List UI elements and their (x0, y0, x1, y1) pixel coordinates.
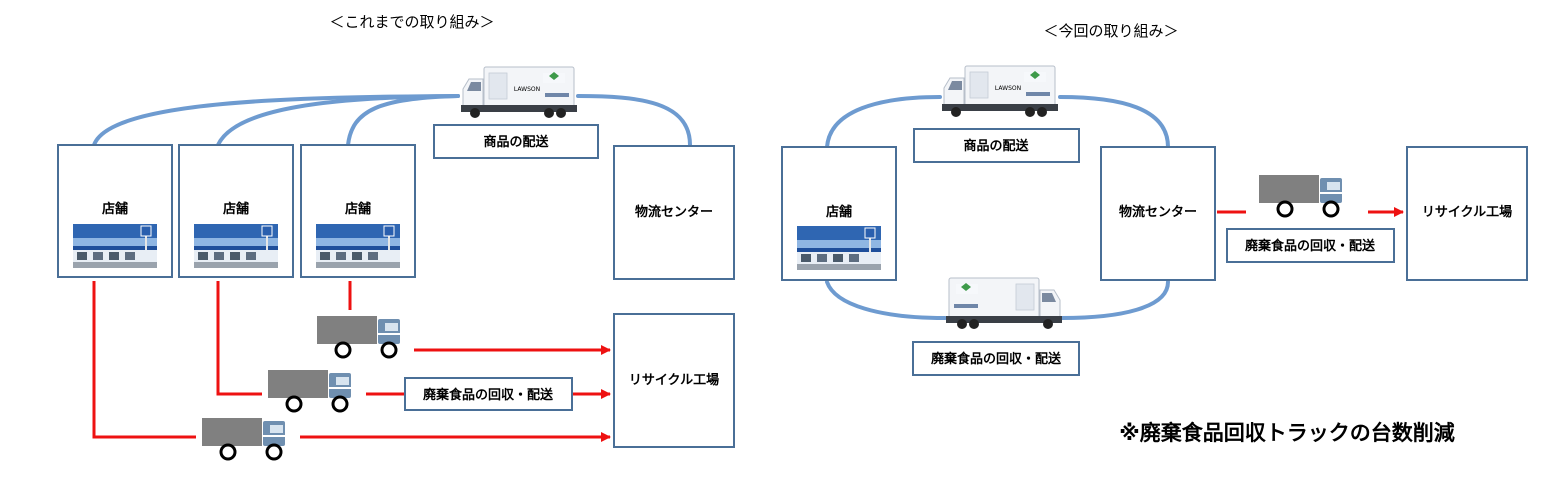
right-collection-label-box (1226, 228, 1395, 263)
left-delivery-label-box (433, 124, 599, 159)
left-store-1-label: 店舗 (102, 201, 128, 217)
left-route-center (576, 94, 692, 147)
right-store-photo (796, 225, 882, 271)
left-collection-truck-2 (266, 368, 353, 413)
left-heading: ＜これまでの取り組み＞ (329, 13, 494, 31)
left-route-store1 (92, 94, 460, 147)
left-plant-box (613, 313, 735, 448)
right-center-box (1100, 146, 1216, 281)
right-heading: ＜今回の取り組み＞ (1043, 22, 1178, 40)
right-route-center-bottom (1060, 280, 1170, 320)
left-collection-truck-1 (315, 314, 402, 359)
left-truck-brand: LAWSON (514, 86, 540, 93)
right-routes (825, 95, 1170, 320)
left-store-3-label: 店舗 (345, 201, 371, 217)
right-collection-truck-white (945, 277, 1063, 330)
right-truck-brand: LAWSON (995, 85, 1021, 92)
left-collection-label: 廃棄食品の回収・配送 (422, 387, 554, 403)
left-route-store3 (346, 94, 460, 147)
left-store-3-photo (315, 223, 401, 269)
right-delivery-label: 商品の配送 (963, 138, 1029, 154)
left-collection-label-box (404, 377, 573, 411)
left-route-store2 (216, 94, 460, 147)
left-center-box (613, 145, 735, 280)
left-plant-label: リサイクル工場 (629, 372, 719, 388)
left-collection-truck-3 (200, 416, 287, 461)
left-center-label: 物流センター (635, 204, 713, 220)
right-collection-truck (1257, 173, 1344, 218)
right-plant-box (1406, 146, 1528, 281)
right-center-label: 物流センター (1119, 204, 1197, 220)
right-collection-label: 廃棄食品の回収・配送 (1244, 238, 1376, 254)
right-collection-label-2: 廃棄食品の回収・配送 (930, 351, 1062, 367)
right-route-store-bottom (825, 280, 947, 320)
reduction-note: ※廃棄食品回収トラックの台数削減 (1119, 421, 1454, 445)
left-store-1-photo (72, 223, 158, 269)
left-store-2-label: 店舗 (223, 201, 249, 217)
left-delivery-routes (92, 94, 692, 147)
right-route-store-top (825, 95, 942, 149)
left-delivery-label: 商品の配送 (483, 134, 549, 150)
right-delivery-label-box (913, 128, 1080, 163)
right-collection-label-2-box (912, 341, 1080, 376)
left-collection-store1 (92, 281, 196, 439)
right-store-label: 店舗 (826, 204, 852, 220)
right-route-center-top (1058, 95, 1170, 149)
left-collection-store2 (216, 281, 262, 396)
left-store-2-photo (193, 223, 279, 269)
right-plant-label: リサイクル工場 (1422, 204, 1512, 220)
left-collection-routes (92, 281, 611, 442)
